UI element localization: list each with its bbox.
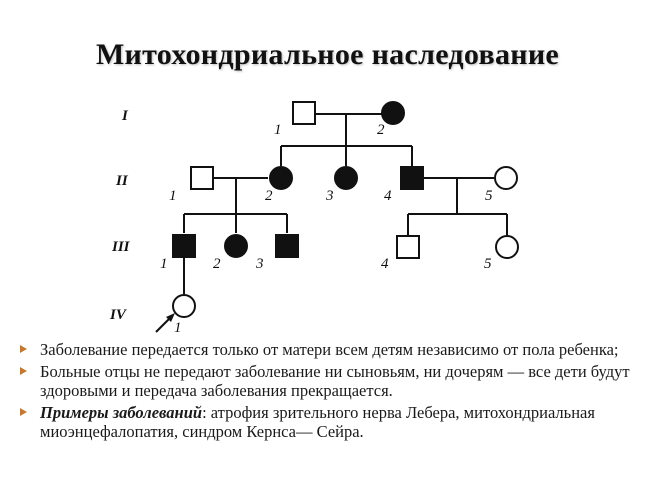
individual-ii-4: [400, 166, 424, 190]
slide-title: Митохондриальное наследование: [95, 38, 560, 71]
individual-label-ii-1: 1: [169, 188, 177, 204]
individual-iii-4: [396, 235, 420, 259]
bullet-text-1: Заболевание передается только от матери …: [40, 340, 619, 359]
individual-label-i-1: 1: [274, 122, 282, 138]
bullet-text-3: : атрофия зрительного нерва Лебера, мито…: [40, 403, 595, 441]
bullet-arrow-icon: [20, 408, 27, 416]
individual-label-ii-5: 5: [485, 188, 493, 204]
bullet-list: Заболевание передается только от матери …: [20, 340, 640, 444]
individual-label-iii-3: 3: [255, 256, 264, 272]
bullet-item-2: Больные отцы не передают заболевание ни …: [20, 362, 640, 400]
generation-label-3: III: [111, 239, 131, 255]
individual-label-ii-3: 3: [325, 188, 334, 204]
individual-label-iii-1: 1: [160, 256, 168, 272]
individual-label-ii-4: 4: [384, 188, 392, 204]
generation-label-4: IV: [109, 307, 128, 323]
individual-iii-5: [495, 235, 519, 259]
individual-iii-1: [172, 234, 196, 258]
generation-label-2: II: [115, 173, 129, 189]
pedigree-diagram: I II III IV 1 2 1 2 3 4 5 1 2 3 4 5: [109, 101, 519, 336]
individual-i-2: [381, 101, 405, 125]
individual-iv-1: [172, 294, 196, 318]
individual-label-i-2: 2: [377, 122, 385, 138]
bullet-item-1: Заболевание передается только от матери …: [20, 340, 640, 359]
bullet-arrow-icon: [20, 367, 27, 375]
bullet-text-2: Больные отцы не передают заболевание ни …: [40, 362, 630, 400]
individual-label-iv-1: 1: [174, 320, 182, 336]
individual-label-ii-2: 2: [265, 188, 273, 204]
bullet-arrow-icon: [20, 345, 27, 353]
individual-iii-3: [275, 234, 299, 258]
individual-iii-2: [224, 234, 248, 258]
individual-label-iii-2: 2: [213, 256, 221, 272]
individual-label-iii-5: 5: [484, 256, 492, 272]
individual-i-1: [292, 101, 316, 125]
individual-ii-2: [269, 166, 293, 190]
bullet-item-3: Примеры заболеваний: атрофия зрительного…: [20, 403, 640, 441]
pedigree-lines: [183, 113, 508, 294]
bullet-text-3-emphasis: Примеры заболеваний: [40, 403, 203, 422]
individual-ii-1: [190, 166, 214, 190]
individual-ii-3: [334, 166, 358, 190]
generation-label-1: I: [121, 108, 129, 124]
individual-label-iii-4: 4: [381, 256, 389, 272]
individual-ii-5: [494, 166, 518, 190]
proband-arrow-icon: [155, 313, 175, 333]
